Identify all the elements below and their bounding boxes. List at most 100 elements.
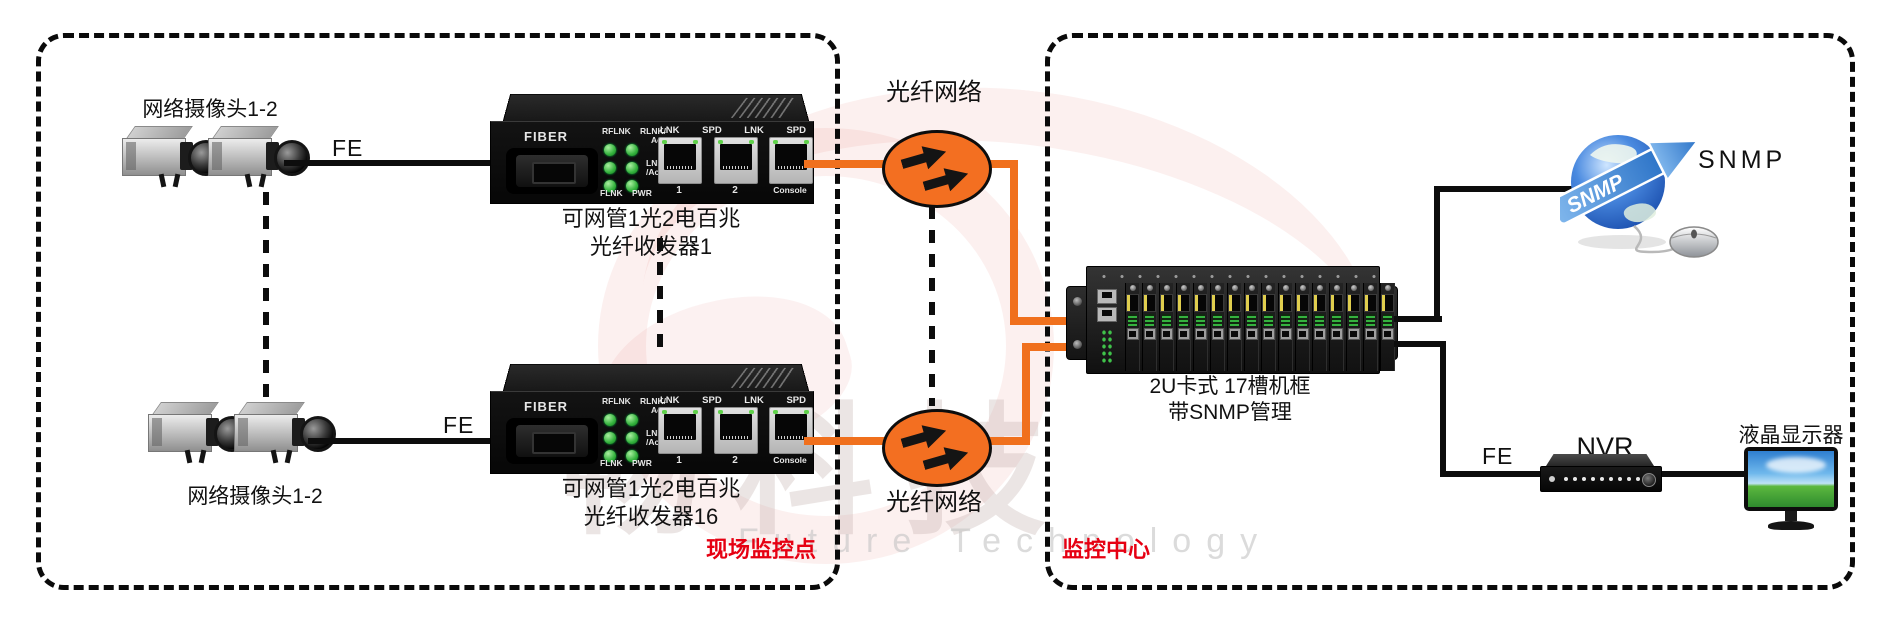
- led-green: [604, 180, 616, 192]
- slot-rj45-port: [1262, 328, 1275, 340]
- led-green: [604, 450, 616, 462]
- nvr-led: [1582, 477, 1586, 481]
- dashed-link-converters: [657, 238, 663, 356]
- slot-rj45-port: [1245, 328, 1258, 340]
- slot-rj45-port: [1330, 328, 1343, 340]
- converter-16-label-line1: 可网管1光2电百兆: [561, 476, 741, 501]
- slot-fiber-port: [1279, 294, 1292, 312]
- led-label-lnk: LNK: [646, 158, 664, 168]
- port-number-console: Console: [773, 185, 807, 195]
- nvr-led: [1609, 477, 1613, 481]
- slot-fiber-port: [1262, 294, 1275, 312]
- converter-card-slot: [1346, 283, 1361, 371]
- slot-led-cluster: [1162, 314, 1171, 326]
- cable-cam-bottom: [308, 438, 492, 444]
- cable-chassis-to-snmp-2: [1434, 186, 1574, 192]
- hdr-lnk2: LNK: [744, 125, 764, 136]
- monitoring-center-zone-box: [1045, 33, 1855, 590]
- media-converter-16: FIBER RFLNK RLNK/ Act LNK /Act FLNK PWR …: [490, 358, 814, 474]
- led-label-rflnk: RFLNK: [602, 126, 631, 136]
- slot-rj45-port: [1126, 328, 1139, 340]
- slot-rj45-port: [1143, 328, 1156, 340]
- thumb-screw: [1350, 285, 1357, 291]
- hdr-spd2: SPD: [786, 125, 806, 136]
- converter-card-slot: [1159, 283, 1174, 371]
- chassis-label-line2: 带SNMP管理: [1168, 401, 1292, 425]
- snmp-label: SNMP: [1698, 146, 1787, 174]
- fiber-network-cloud-top-icon: [882, 130, 992, 208]
- slot-led-cluster: [1264, 314, 1273, 326]
- fiber-cable-bottom-2: [982, 437, 1030, 445]
- port-header-row: LNK SPD LNK SPD: [660, 125, 806, 136]
- cable-chassis-to-snmp-vertical: [1434, 186, 1440, 322]
- cable-chassis-to-nvr-1: [1394, 341, 1446, 347]
- network-camera-1-icon: [122, 126, 224, 190]
- thumb-screw: [1180, 285, 1187, 291]
- converter-card-slot: [1244, 283, 1259, 371]
- network-camera-4-icon: [234, 402, 336, 466]
- cameras-bottom-label: 网络摄像头1-2: [187, 485, 323, 508]
- thumb-screw: [1282, 285, 1289, 291]
- led-label-act: Act: [651, 405, 665, 415]
- converter-card-slot: [1210, 283, 1225, 371]
- network-camera-2-icon: [208, 126, 310, 190]
- nvr-led: [1600, 477, 1604, 481]
- hdr-lnk1: LNK: [660, 125, 680, 136]
- cable-nvr-to-monitor: [1656, 471, 1750, 477]
- slot-fiber-port: [1296, 294, 1309, 312]
- thumb-screw: [1316, 285, 1323, 291]
- converter-top-face: [502, 363, 810, 394]
- slot-led-cluster: [1281, 314, 1290, 326]
- thumb-screw: [1163, 285, 1170, 291]
- slot-rj45-port: [1194, 328, 1207, 340]
- 2u-chassis-17-slot: [1066, 266, 1398, 374]
- converter-16-label-line2: 光纤收发器16: [583, 503, 719, 529]
- thumb-screw: [1129, 285, 1136, 291]
- fiber-cable-bottom-1: [804, 437, 886, 445]
- slot-led-cluster: [1128, 314, 1137, 326]
- slot-rj45-port: [1381, 328, 1394, 340]
- arrow-icon: [898, 139, 949, 177]
- converter-card-slot: [1193, 283, 1208, 371]
- converter-1-label: 可网管1光2电百兆 光纤收发器1: [490, 205, 812, 260]
- port-number-console: Console: [773, 455, 807, 465]
- slot-fiber-port: [1347, 294, 1360, 312]
- slot-led-cluster: [1332, 314, 1341, 326]
- led-green: [626, 144, 638, 156]
- fiber-port-label: FIBER: [524, 399, 568, 414]
- slot-led-cluster: [1315, 314, 1324, 326]
- converter-model-print: [730, 97, 796, 118]
- nvr-front-panel: [1540, 466, 1662, 492]
- led-green: [626, 432, 638, 444]
- thumb-screw: [1231, 285, 1238, 291]
- snmp-globe-icon: SNMP: [1560, 135, 1719, 258]
- thumb-screw: [1248, 285, 1255, 291]
- arrow-icon: [898, 418, 949, 456]
- led-label-lnkact: /Act: [646, 437, 663, 447]
- fiber-network-top-label: 光纤网络: [886, 79, 982, 106]
- thumb-screw: [1214, 285, 1221, 291]
- slot-led-cluster: [1383, 314, 1392, 326]
- rj45-port-1: [658, 137, 702, 184]
- fiber-cable-top-2: [982, 160, 1018, 168]
- port-header-row: LNK SPD LNK SPD: [660, 395, 806, 406]
- thumb-screw: [1265, 285, 1272, 291]
- converter-card-slot: [1261, 283, 1276, 371]
- dashed-link-cameras: [263, 192, 269, 400]
- led-label-flnk: FLNK: [600, 188, 623, 198]
- slot-rj45-port: [1228, 328, 1241, 340]
- slot-fiber-port: [1228, 294, 1241, 312]
- mgmt-led-column: [1101, 329, 1113, 363]
- slot-fiber-port: [1330, 294, 1343, 312]
- slot-led-cluster: [1349, 314, 1358, 326]
- fiber-sc-port: [506, 418, 598, 464]
- converter-card-slot: [1363, 283, 1378, 371]
- slot-fiber-port: [1313, 294, 1326, 312]
- monitor-neck: [1785, 511, 1797, 521]
- converter-16-label: 可网管1光2电百兆 光纤收发器16: [490, 475, 812, 530]
- converter-card-slot: [1142, 283, 1157, 371]
- converter-card-slot: [1176, 283, 1191, 371]
- led-green: [604, 414, 616, 426]
- slot-led-cluster: [1213, 314, 1222, 326]
- hdr-spd2: SPD: [786, 395, 806, 406]
